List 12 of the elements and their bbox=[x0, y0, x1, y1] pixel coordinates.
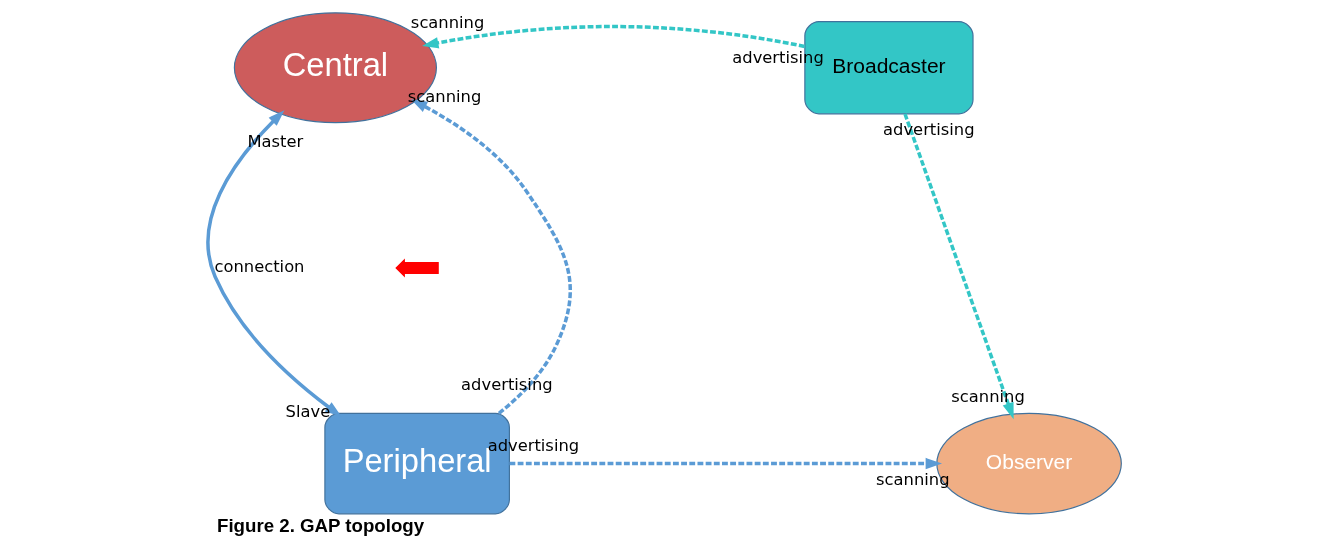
node-arrow bbox=[394, 258, 439, 278]
label: scanning bbox=[950, 386, 1025, 406]
arrow bbox=[421, 24, 805, 49]
arrow bbox=[902, 113, 1014, 420]
label: advertising bbox=[460, 374, 553, 394]
label: advertising bbox=[882, 120, 975, 140]
arrow bbox=[509, 457, 942, 470]
label: Slave bbox=[285, 401, 330, 421]
edge-label: connection bbox=[214, 257, 304, 277]
caption: Figure 2. GAP topology bbox=[216, 515, 424, 537]
arrow bbox=[410, 99, 572, 415]
arrow bbox=[205, 110, 341, 417]
